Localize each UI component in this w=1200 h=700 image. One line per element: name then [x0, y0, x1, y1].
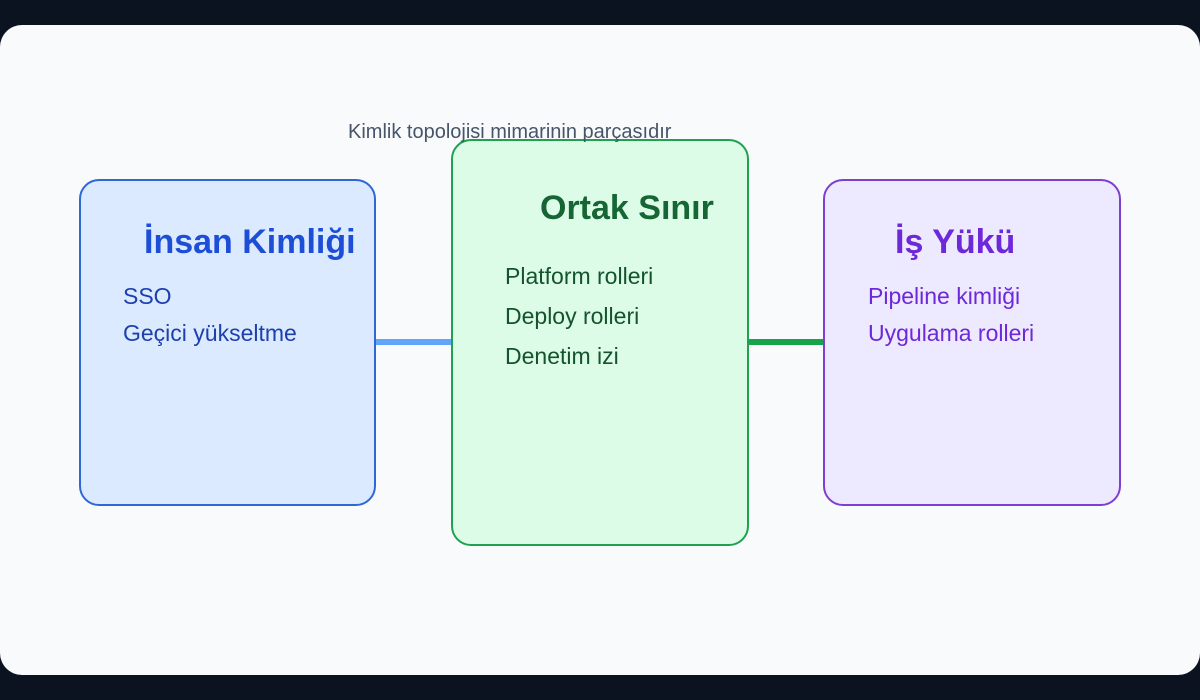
- human-identity-item-sso: SSO: [123, 283, 172, 309]
- connector-shared-to-workload: [744, 339, 828, 345]
- human-identity-item-elevation: Geçici yükseltme: [123, 320, 297, 346]
- human-identity-box: İnsan Kimliği SSO Geçici yükseltme: [79, 179, 376, 506]
- workload-item-pipeline-identity: Pipeline kimliği: [868, 283, 1021, 309]
- diagram-canvas: İnsan Kimliği SSO Geçici yükseltme Ortak…: [0, 25, 1200, 675]
- shared-boundary-box: Ortak Sınır Platform rolleri Deploy roll…: [451, 139, 749, 546]
- shared-boundary-item-deploy-roles: Deploy rolleri: [505, 303, 640, 329]
- workload-item-application-roles: Uygulama rolleri: [868, 320, 1035, 346]
- workload-title: İş Yükü: [895, 223, 1016, 261]
- connector-human-to-shared: [372, 339, 456, 345]
- shared-boundary-item-platform-roles: Platform rolleri: [505, 263, 654, 289]
- workload-box: İş Yükü Pipeline kimliği Uygulama roller…: [823, 179, 1121, 506]
- shared-boundary-item-audit-trail: Denetim izi: [505, 343, 619, 369]
- human-identity-title: İnsan Kimliği: [144, 223, 356, 261]
- shared-boundary-title: Ortak Sınır: [540, 189, 714, 227]
- diagram-caption: Kimlik topolojisi mimarinin parçasıdır: [348, 121, 672, 143]
